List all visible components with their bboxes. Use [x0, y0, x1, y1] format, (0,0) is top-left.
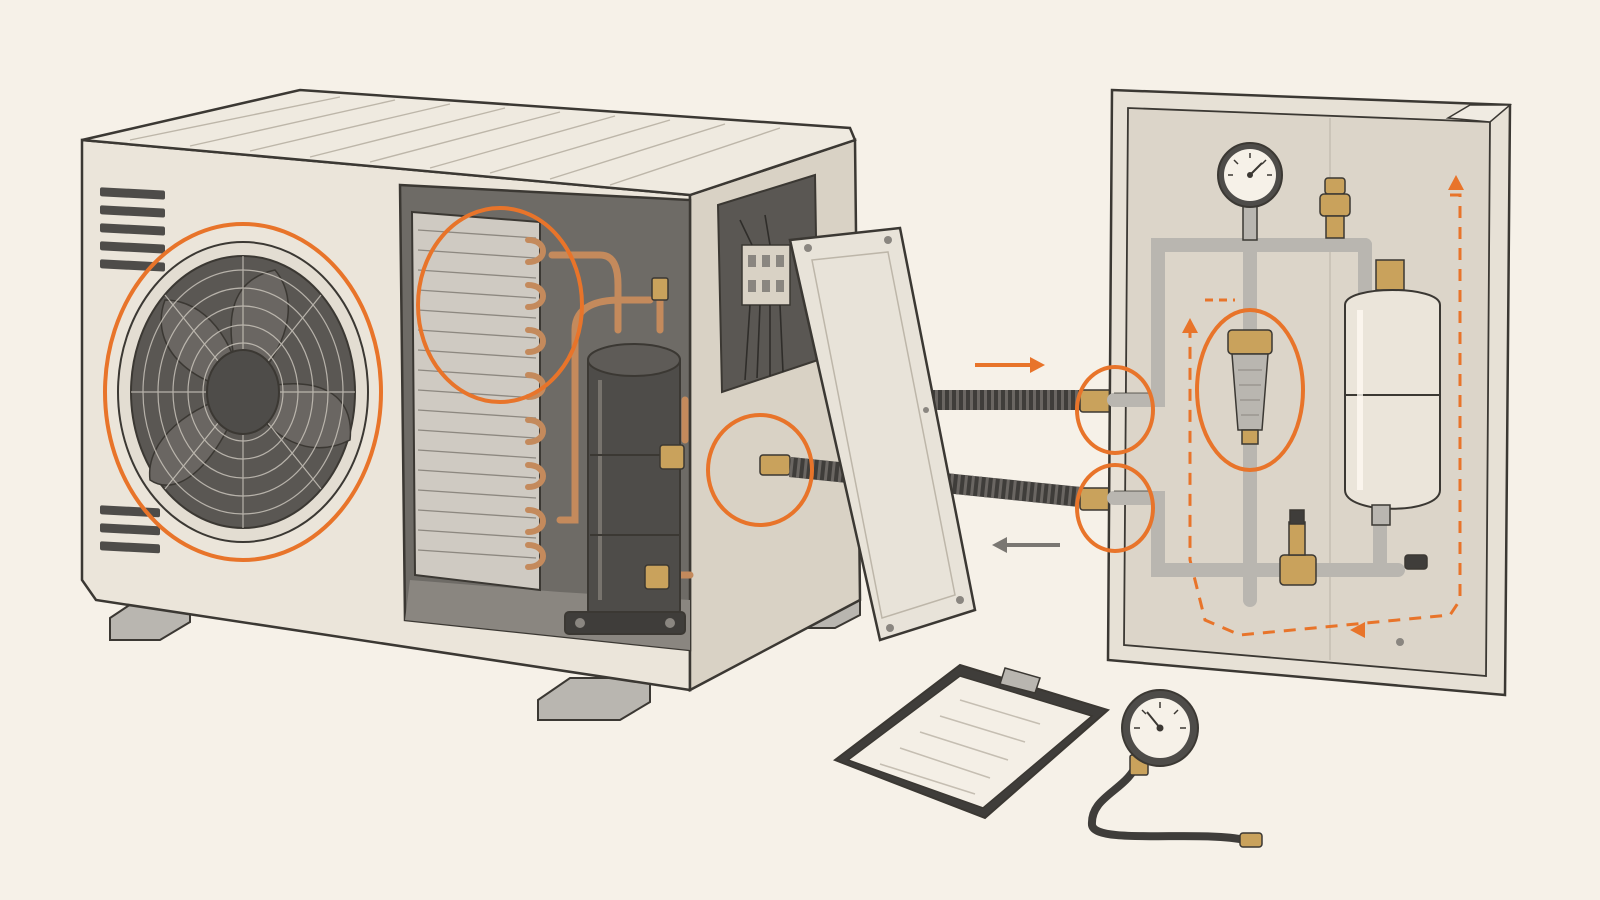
compressor [564, 343, 686, 635]
loop-arrow-head [1448, 175, 1464, 190]
service-valves [644, 277, 685, 590]
fan-hub [206, 349, 280, 435]
compressor-base [564, 611, 686, 635]
highlight-strainer-filter [1195, 308, 1305, 472]
highlight-service-pipe-connection [706, 413, 814, 527]
pressure-gauge [1217, 142, 1283, 241]
flow-arrow-to-panel [975, 357, 1045, 373]
highlight-panel-return-connection [1075, 463, 1155, 553]
expansion-vessel [1344, 259, 1441, 526]
clipboard [832, 663, 1111, 820]
heat-exchanger-coil [410, 210, 546, 592]
handheld-pressure-gauge [1088, 689, 1263, 848]
service-panel [788, 226, 977, 642]
highlight-rings [103, 206, 1305, 562]
control-board [716, 173, 820, 394]
highlight-panel-flow-connection [1075, 365, 1155, 455]
loop-arrow-head [1350, 622, 1365, 638]
highlight-condenser-fan [103, 222, 383, 562]
coil-copper-bends [525, 237, 546, 570]
side-vents [100, 187, 165, 554]
casing-top [81, 88, 857, 197]
flow-arrow-to-unit [992, 537, 1060, 553]
loop-arrow-head [1182, 318, 1198, 333]
air-vent-valve [1319, 177, 1351, 239]
wall-hydraulic-panel [1106, 88, 1513, 697]
unit-pipe-connection [759, 454, 791, 476]
drain-valve [1279, 509, 1428, 586]
top-ribs [129, 96, 781, 186]
outdoor-unit [80, 88, 862, 721]
condenser-fan [117, 241, 369, 543]
highlight-heat-exchanger-coil [416, 206, 584, 404]
panel-screw [1396, 638, 1404, 646]
strainer-filter [1227, 329, 1273, 445]
